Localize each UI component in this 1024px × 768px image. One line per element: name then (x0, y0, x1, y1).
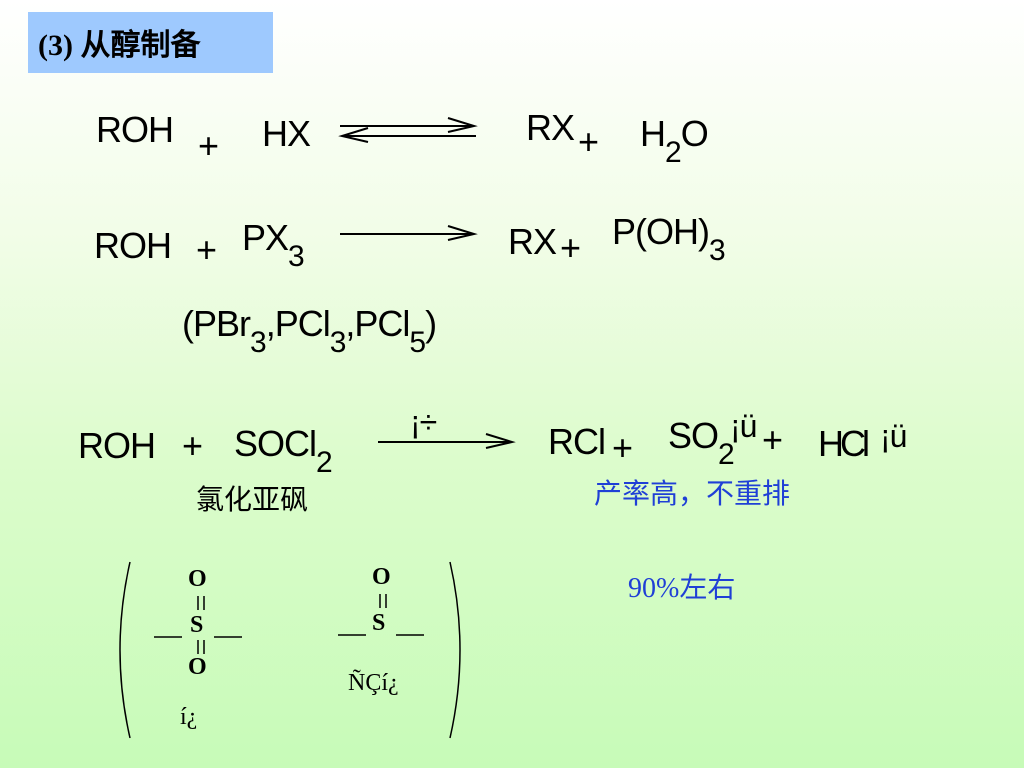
r2-reagents-sub2: 3 (329, 326, 347, 359)
right-paren (446, 560, 472, 740)
r2-reagents: (PBr3,PCl3,PCl5) (182, 303, 437, 358)
sulfonyl-top-o: O (188, 566, 207, 592)
sulfonyl-left-bond (154, 626, 184, 644)
r2-product2: P(OH)3 (612, 211, 726, 266)
r1-product2: H2O (640, 113, 709, 168)
forward-arrow-2 (338, 222, 478, 246)
r3-reactant1: ROH (78, 425, 156, 466)
title-box (28, 12, 273, 73)
sulfonyl-right-bond (214, 626, 244, 644)
r2-reactant2-text: PX (242, 217, 289, 258)
r2-product2-sub: 3 (709, 234, 726, 267)
r3-product3: HCl (818, 423, 870, 464)
sulfinyl-caption: ÑÇí¿ (348, 670, 399, 696)
r2-plus2: + (560, 227, 581, 268)
r3-gas-mark1: ¡ü (730, 408, 757, 444)
r2-plus1: + (196, 229, 217, 270)
reaction-note: 产率高，不重排 (594, 479, 791, 510)
forward-arrow-3 (376, 430, 516, 454)
r3-product2: SO2 (668, 415, 735, 470)
sulfonyl-top-double-bond (194, 596, 208, 617)
r2-reagents-mid2: ,PCl (345, 303, 410, 344)
r3-product1: RCl (548, 421, 606, 462)
r3-plus2: + (612, 427, 633, 468)
r2-reagents-sub1: 3 (250, 326, 267, 359)
equilibrium-arrow (338, 116, 478, 146)
page-title: (3) 从醇制备 (38, 29, 201, 62)
sulfonyl-bottom-o: O (188, 654, 207, 680)
r3-reactant2-sub: 2 (316, 446, 333, 479)
r1-product1: RX (526, 107, 575, 148)
r2-reactant1: ROH (94, 225, 172, 266)
r1-plus1: + (198, 125, 219, 166)
r3-product2-sub: 2 (718, 438, 735, 471)
r2-reagents-mid1: ,PCl (265, 303, 331, 344)
r2-reagents-open: (PBr (182, 303, 251, 344)
r3-gas-mark2: ¡ü (880, 418, 907, 454)
sulfinyl-top-o: O (372, 564, 391, 590)
sulfonyl-bottom-double-bond (194, 640, 208, 661)
r3-plus3: + (762, 419, 783, 460)
yield-note: 90%左右 (628, 573, 736, 604)
r2-reactant2-sub: 3 (288, 240, 305, 273)
r2-reagents-close: ) (425, 303, 437, 344)
sulfonyl-s: S (190, 612, 204, 638)
r3-plus1: + (182, 425, 203, 466)
r2-product1: RX (508, 221, 557, 262)
r3-arrow-label: ¡÷ (410, 404, 437, 440)
r1-reactant2: HX (262, 113, 311, 154)
r3-reactant2: SOCl2 (234, 423, 333, 478)
sulfinyl-s: S (372, 610, 386, 636)
r2-reagents-sub3: 5 (409, 326, 426, 359)
r1-plus2: + (578, 121, 599, 162)
left-paren (108, 560, 134, 740)
r1-product2-o: O (680, 113, 709, 154)
r3-reactant2-text: SOCl (234, 423, 317, 464)
r2-reactant2: PX3 (242, 217, 305, 272)
r1-product2-sub: 2 (665, 136, 682, 169)
r1-reactant1: ROH (96, 109, 174, 150)
reagent-name: 氯化亚砜 (196, 485, 309, 516)
sulfinyl-left-bond (338, 624, 368, 642)
r2-product2-text: P(OH) (612, 211, 710, 252)
sulfinyl-double-bond (376, 594, 390, 615)
r3-product2-text: SO (668, 415, 719, 456)
r1-product2-h: H (640, 113, 666, 154)
sulfonyl-caption: í¿ (180, 704, 198, 730)
sulfinyl-right-bond (396, 624, 426, 642)
